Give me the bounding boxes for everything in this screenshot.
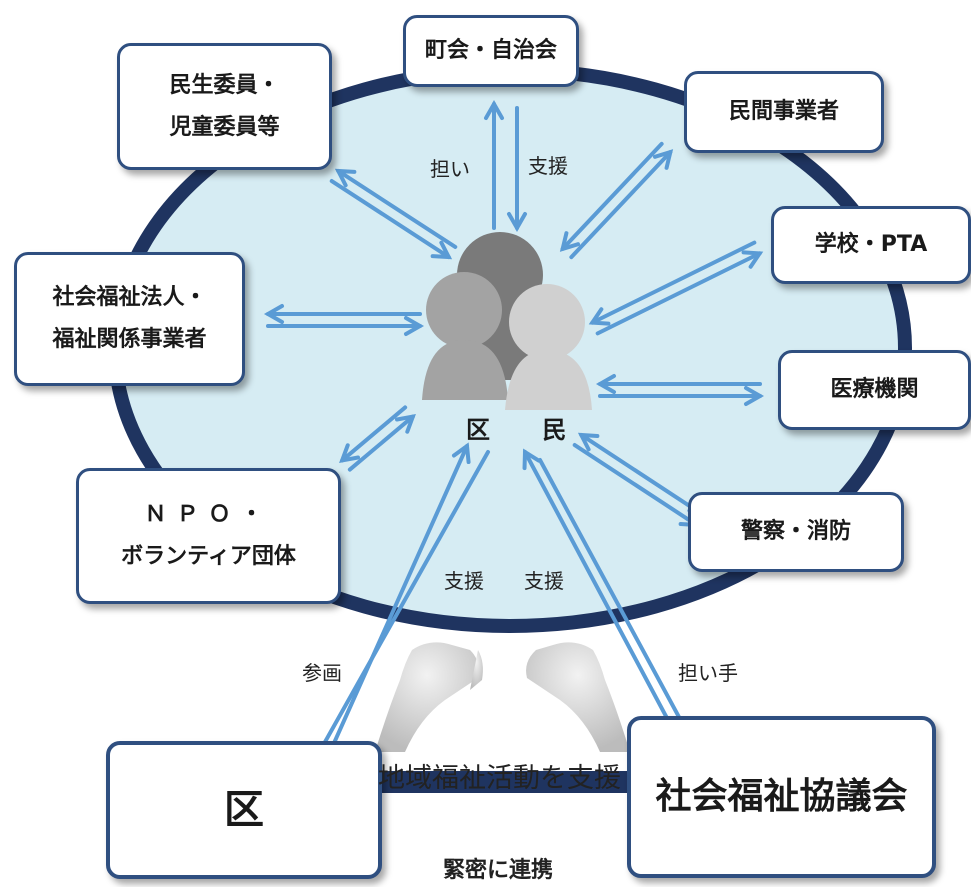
- node-shakai-line2: 福祉関係事業者: [52, 327, 207, 352]
- arrow-gakkou-in: [588, 240, 757, 326]
- arrow-iryou-in: [595, 374, 762, 394]
- arrow-shien-down: [507, 106, 527, 233]
- arrow-minsei-out: [329, 179, 453, 260]
- arrow-ku-up: [311, 442, 471, 792]
- node-keisatsu-label: 警察・消防: [740, 519, 851, 545]
- arrow-npo-out: [347, 413, 416, 472]
- arrow-minsei-in: [334, 168, 458, 249]
- node-minkan-label: 民間事業者: [728, 99, 839, 125]
- link-bar: [380, 771, 630, 793]
- arrows: [263, 99, 765, 794]
- node-minkan: 民間事業者: [684, 71, 884, 153]
- node-gakkou: 学校・PTA: [771, 206, 971, 284]
- node-minsei: 民生委員・ 児童委員等: [117, 43, 332, 170]
- node-shakyo: 社会福祉協議会: [627, 716, 936, 878]
- arrow-iryou-out: [598, 386, 765, 406]
- residents-icon: [422, 232, 592, 410]
- arrow-gakkou-out: [595, 250, 764, 336]
- arrow-shakai-in: [263, 304, 422, 324]
- node-npo-line2: ボランティア団体: [121, 544, 296, 569]
- node-iryou-label: 医療機関: [830, 377, 919, 403]
- hands-image: [375, 642, 630, 752]
- node-chounaikai: 町会・自治会: [403, 15, 579, 87]
- label-shien-top: 支援: [528, 154, 568, 178]
- arrow-npo-in: [339, 405, 408, 464]
- node-chounaikai-label: 町会・自治会: [424, 38, 557, 64]
- node-iryou: 医療機関: [778, 350, 971, 430]
- node-npo-line1: ＮＰＯ・: [144, 502, 273, 528]
- node-ku-label: 区: [224, 787, 264, 833]
- label-shien-right: 支援: [524, 569, 564, 593]
- arrow-shakai-out: [266, 316, 425, 336]
- label-renkei: 緊密に連携: [443, 858, 554, 883]
- label-sankaku: 参画: [302, 661, 342, 685]
- arrow-minkan-out: [569, 149, 674, 260]
- node-minsei-line1: 民生委員・: [169, 72, 280, 98]
- arrow-ninai-up: [484, 99, 504, 230]
- label-ninai: 担い: [430, 157, 470, 181]
- node-shakai-line1: 社会福祉法人・: [52, 285, 207, 311]
- arrow-keisatsu-in: [577, 432, 706, 517]
- resident-label: 区 民: [466, 416, 589, 444]
- arrow-minkan-in: [559, 141, 664, 252]
- node-minsei-line2: 児童委員等: [169, 114, 280, 140]
- label-chiiki: 地域福祉活動を支援: [378, 763, 621, 794]
- node-ku: 区: [106, 741, 382, 879]
- node-shakyo-label: 社会福祉協議会: [655, 775, 908, 817]
- node-keisatsu: 警察・消防: [688, 492, 904, 572]
- node-shakai: 社会福祉法人・ 福祉関係事業者: [14, 252, 245, 386]
- node-gakkou-label: 学校・PTA: [814, 232, 928, 258]
- node-npo: ＮＰＯ・ ボランティア団体: [76, 468, 341, 604]
- label-ninaite: 担い手: [678, 661, 738, 685]
- label-shien-left: 支援: [444, 569, 484, 593]
